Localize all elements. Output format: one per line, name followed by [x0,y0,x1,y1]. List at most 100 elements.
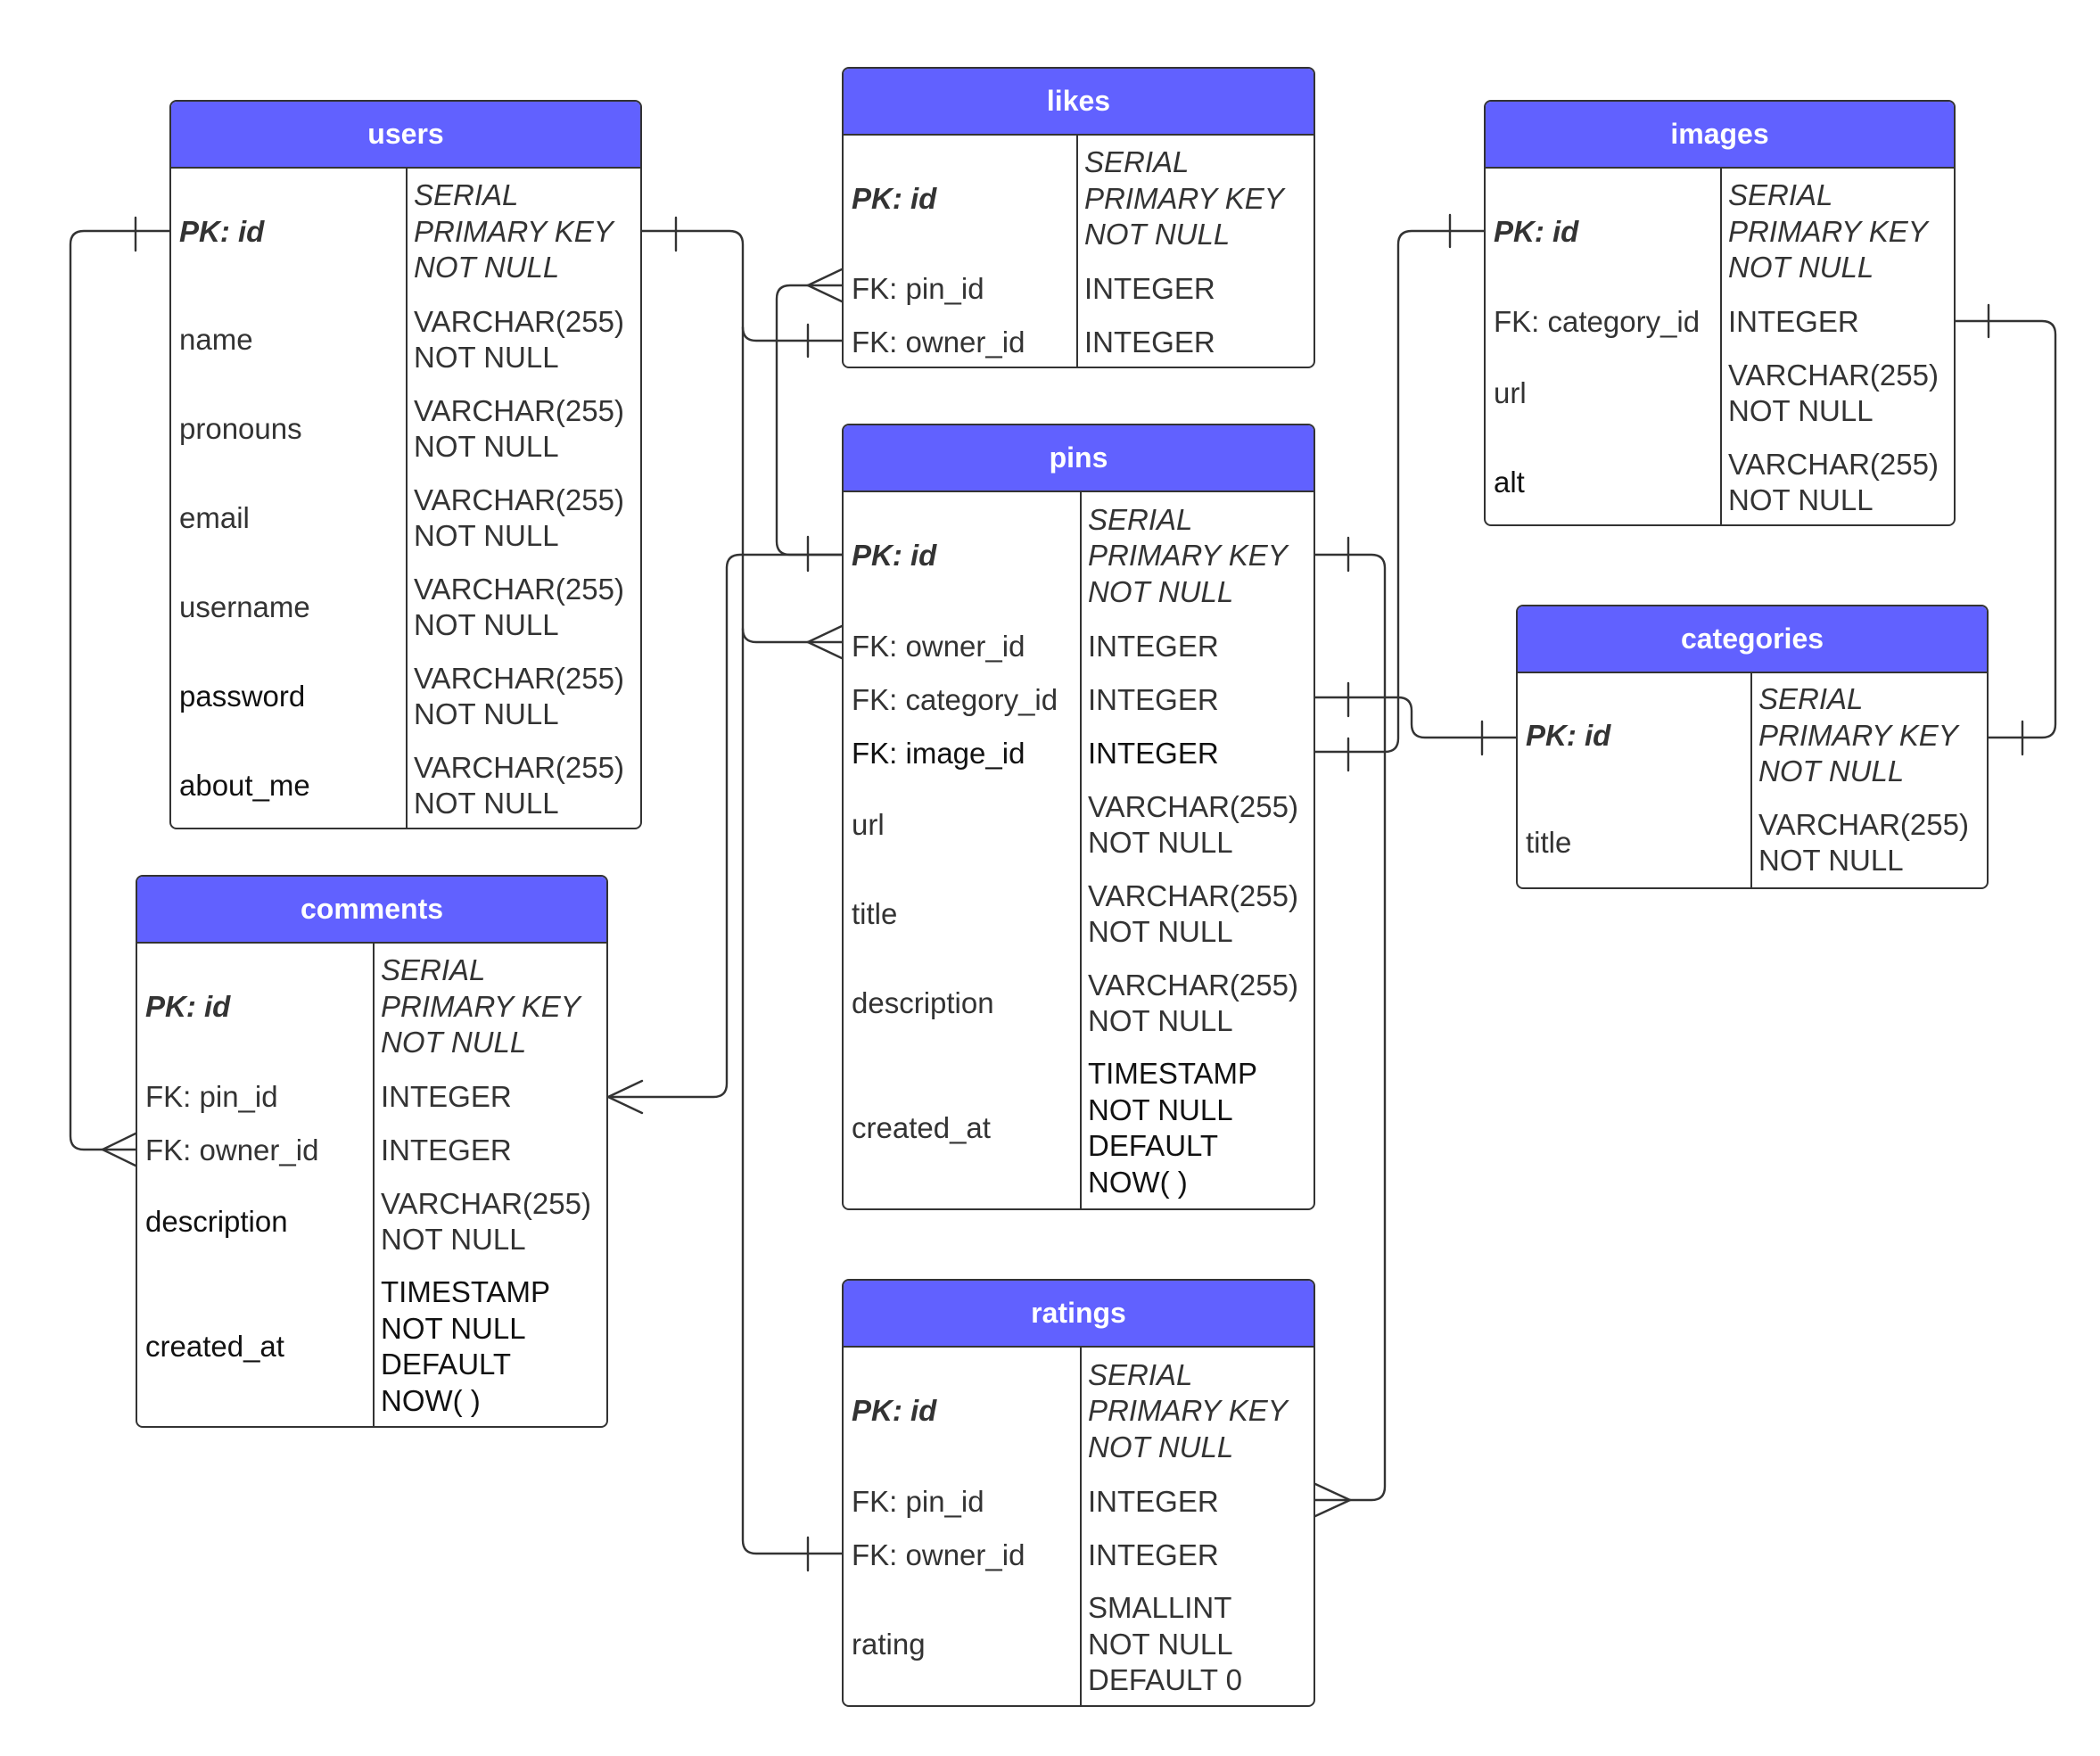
column-row: FK: owner_id INTEGER [844,1529,1314,1582]
column-row: FK: pin_id INTEGER [137,1070,606,1124]
column-type: SERIAL PRIMARY KEY NOT NULL [1758,682,1958,788]
column-name: password [179,679,306,713]
column-row: FK: owner_id INTEGER [844,316,1314,367]
column-row: password VARCHAR(255) NOT NULL [171,652,640,741]
link-users-pins-crowfoot [806,624,844,660]
column-row: created_at TIMESTAMP NOT NULL DEFAULT NO… [137,1266,606,1426]
column-type: SERIAL PRIMARY KEY NOT NULL [1084,145,1284,251]
column-row: url VARCHAR(255) NOT NULL [1486,349,1954,438]
column-type: SMALLINT NOT NULL DEFAULT 0 [1088,1591,1243,1697]
column-type: SERIAL PRIMARY KEY NOT NULL [414,178,614,284]
column-name: alt [1494,465,1525,499]
column-type: VARCHAR(255) NOT NULL [414,661,624,731]
column-row: FK: category_id INTEGER [1486,295,1954,349]
column-name: FK: image_id [852,736,1025,770]
entity-users[interactable]: users PK: id SERIAL PRIMARY KEY NOT NULL… [169,100,642,829]
entity-ratings[interactable]: ratings PK: id SERIAL PRIMARY KEY NOT NU… [842,1279,1315,1707]
column-type: SERIAL PRIMARY KEY NOT NULL [1728,178,1928,284]
entity-likes-title: likes [844,69,1314,136]
link-users-pins [741,326,844,644]
column-name: PK: id [179,214,265,248]
column-type: VARCHAR(255) NOT NULL [1088,968,1298,1038]
column-name: url [852,807,885,841]
column-row: PK: id SERIAL PRIMARY KEY NOT NULL [844,492,1314,620]
column-type: VARCHAR(255) NOT NULL [381,1186,591,1257]
column-row: description VARCHAR(255) NOT NULL [137,1177,606,1266]
entity-categories[interactable]: categories PK: id SERIAL PRIMARY KEY NOT… [1516,605,1989,889]
column-type: VARCHAR(255) NOT NULL [414,393,624,464]
column-name: title [852,896,898,930]
column-type: INTEGER [1728,304,1859,338]
column-row: email VARCHAR(255) NOT NULL [171,474,640,563]
column-name: rating [852,1627,926,1661]
column-name: username [179,589,310,623]
column-row: title VARCHAR(255) NOT NULL [1518,798,1987,887]
column-name: title [1526,825,1572,859]
column-type: INTEGER [1088,629,1219,663]
column-row: alt VARCHAR(255) NOT NULL [1486,438,1954,524]
column-type: VARCHAR(255) NOT NULL [1728,447,1939,517]
column-row: description VARCHAR(255) NOT NULL [844,959,1314,1048]
column-type: INTEGER [381,1133,512,1167]
column-row: FK: pin_id INTEGER [844,262,1314,316]
column-name: description [852,985,994,1019]
entity-categories-title: categories [1518,606,1987,673]
column-name: PK: id [852,539,937,573]
column-row: PK: id SERIAL PRIMARY KEY NOT NULL [1518,673,1987,798]
column-type: TIMESTAMP NOT NULL DEFAULT NOW( ) [1088,1057,1258,1199]
link-pins-likes [775,268,844,573]
link-categories-images [1954,303,2057,756]
column-row: FK: owner_id INTEGER [844,620,1314,673]
column-type: VARCHAR(255) NOT NULL [414,572,624,642]
column-type: VARCHAR(255) NOT NULL [1758,807,1969,878]
column-type: INTEGER [381,1079,512,1113]
entity-pins-title: pins [844,425,1314,492]
entity-pins[interactable]: pins PK: id SERIAL PRIMARY KEY NOT NULL … [842,424,1315,1210]
column-row: FK: image_id INTEGER [844,727,1314,780]
entity-images-title: images [1486,102,1954,169]
column-row: PK: id SERIAL PRIMARY KEY NOT NULL [844,136,1314,262]
column-name: FK: owner_id [852,629,1025,663]
column-row: pronouns VARCHAR(255) NOT NULL [171,384,640,474]
column-name: FK: owner_id [145,1133,319,1167]
column-type: VARCHAR(255) NOT NULL [1088,789,1298,860]
entity-images[interactable]: images PK: id SERIAL PRIMARY KEY NOT NUL… [1484,100,1956,526]
column-row: PK: id SERIAL PRIMARY KEY NOT NULL [137,944,606,1070]
link-pins-comments [606,553,844,1115]
link-images-pins [1314,213,1486,772]
column-row: title VARCHAR(255) NOT NULL [844,870,1314,959]
column-name: description [145,1204,288,1238]
column-row: username VARCHAR(255) NOT NULL [171,563,640,652]
column-type: VARCHAR(255) NOT NULL [414,482,624,553]
column-name: PK: id [1494,214,1579,248]
column-name: PK: id [145,989,231,1023]
entity-likes[interactable]: likes PK: id SERIAL PRIMARY KEY NOT NULL… [842,67,1315,368]
column-type: VARCHAR(255) NOT NULL [1728,358,1939,428]
column-type: SERIAL PRIMARY KEY NOT NULL [1088,1357,1288,1463]
column-type: SERIAL PRIMARY KEY NOT NULL [381,953,581,1059]
column-name: about_me [179,768,310,802]
column-type: TIMESTAMP NOT NULL DEFAULT NOW( ) [381,1275,551,1417]
column-row: FK: category_id INTEGER [844,673,1314,727]
column-row: PK: id SERIAL PRIMARY KEY NOT NULL [844,1348,1314,1475]
column-type: INTEGER [1088,736,1219,770]
column-row: PK: id SERIAL PRIMARY KEY NOT NULL [171,169,640,295]
link-pins-ratings [1314,536,1387,1518]
column-row: FK: pin_id INTEGER [844,1475,1314,1529]
link-categories-pins [1314,681,1518,756]
link-users-ratings [741,627,844,1572]
column-row: created_at TIMESTAMP NOT NULL DEFAULT NO… [844,1048,1314,1208]
column-name: name [179,322,253,356]
column-type: INTEGER [1084,271,1215,305]
link-users-comments [69,216,171,1167]
column-name: created_at [852,1110,991,1144]
column-name: FK: category_id [1494,304,1701,338]
column-row: name VARCHAR(255) NOT NULL [171,295,640,384]
entity-comments[interactable]: comments PK: id SERIAL PRIMARY KEY NOT N… [136,875,608,1428]
entity-comments-title: comments [137,877,606,944]
column-name: url [1494,375,1527,409]
entity-ratings-title: ratings [844,1281,1314,1348]
column-row: url VARCHAR(255) NOT NULL [844,780,1314,870]
column-name: created_at [145,1329,284,1363]
